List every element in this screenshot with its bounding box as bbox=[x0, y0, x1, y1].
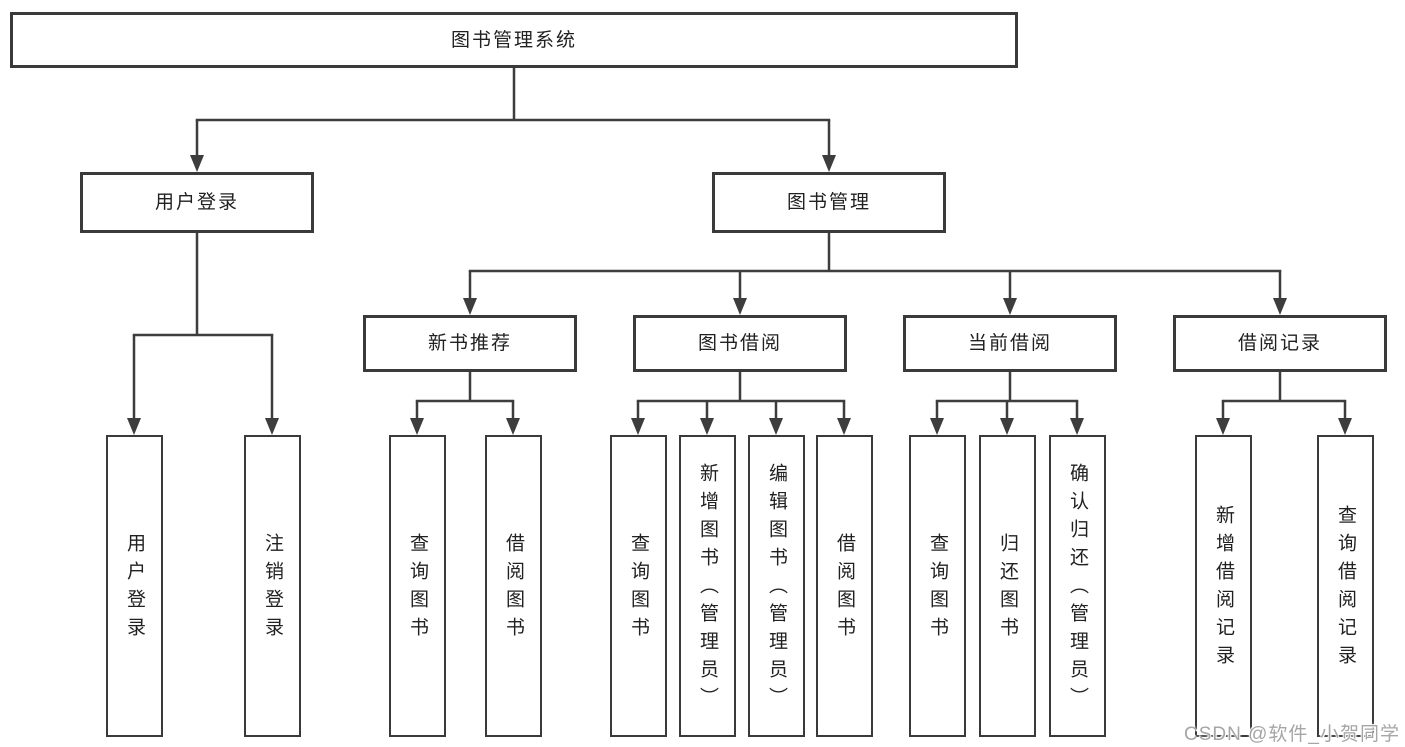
leaf-borrow-books-borrowing: 借阅图书 bbox=[816, 435, 873, 737]
node-label: 确认归还（管理员） bbox=[1067, 463, 1088, 715]
leaf-add-borrow-record: 新增借阅记录 bbox=[1195, 435, 1252, 737]
node-label: 用户登录 bbox=[124, 533, 145, 645]
node-label: 当前借阅 bbox=[967, 333, 1052, 354]
leaf-user-login: 用户登录 bbox=[106, 435, 163, 737]
leaf-query-books-current: 查询图书 bbox=[909, 435, 966, 737]
node-book-borrowing: 图书借阅 bbox=[633, 315, 847, 372]
node-label: 编辑图书（管理员） bbox=[766, 463, 787, 715]
node-label: 查询图书 bbox=[927, 533, 948, 645]
node-label: 归还图书 bbox=[997, 533, 1018, 645]
node-label: 图书管理系统 bbox=[450, 29, 577, 51]
leaf-logout: 注销登录 bbox=[244, 435, 301, 737]
leaf-query-books-recommend: 查询图书 bbox=[389, 435, 446, 737]
node-new-book-recommendation: 新书推荐 bbox=[363, 315, 577, 372]
node-label: 借阅记录 bbox=[1237, 333, 1322, 354]
node-label: 查询借阅记录 bbox=[1335, 505, 1356, 673]
leaf-borrow-books-recommend: 借阅图书 bbox=[485, 435, 542, 737]
leaf-return-books: 归还图书 bbox=[979, 435, 1036, 737]
node-label: 借阅图书 bbox=[834, 533, 855, 645]
node-current-borrowing: 当前借阅 bbox=[903, 315, 1117, 372]
leaf-confirm-return-admin: 确认归还（管理员） bbox=[1049, 435, 1106, 737]
leaf-query-books-borrowing: 查询图书 bbox=[610, 435, 667, 737]
node-borrowing-records: 借阅记录 bbox=[1173, 315, 1387, 372]
node-label: 查询图书 bbox=[628, 533, 649, 645]
node-book-management: 图书管理 bbox=[712, 172, 946, 233]
node-label: 新增图书（管理员） bbox=[697, 463, 718, 715]
leaf-query-borrow-record: 查询借阅记录 bbox=[1317, 435, 1374, 737]
node-label: 图书管理 bbox=[786, 192, 871, 213]
csdn-watermark: CSDN @软件_小贺同学 bbox=[1184, 724, 1400, 745]
node-label: 用户登录 bbox=[154, 192, 239, 213]
node-label: 借阅图书 bbox=[503, 533, 524, 645]
leaf-edit-book-admin: 编辑图书（管理员） bbox=[748, 435, 805, 737]
node-label: 新增借阅记录 bbox=[1213, 505, 1234, 673]
node-label: 查询图书 bbox=[407, 533, 428, 645]
node-label: 图书借阅 bbox=[697, 333, 782, 354]
node-label: 新书推荐 bbox=[427, 333, 512, 354]
node-library-management-system: 图书管理系统 bbox=[10, 12, 1018, 68]
node-label: 注销登录 bbox=[262, 533, 283, 645]
leaf-add-book-admin: 新增图书（管理员） bbox=[679, 435, 736, 737]
node-user-login: 用户登录 bbox=[80, 172, 314, 233]
